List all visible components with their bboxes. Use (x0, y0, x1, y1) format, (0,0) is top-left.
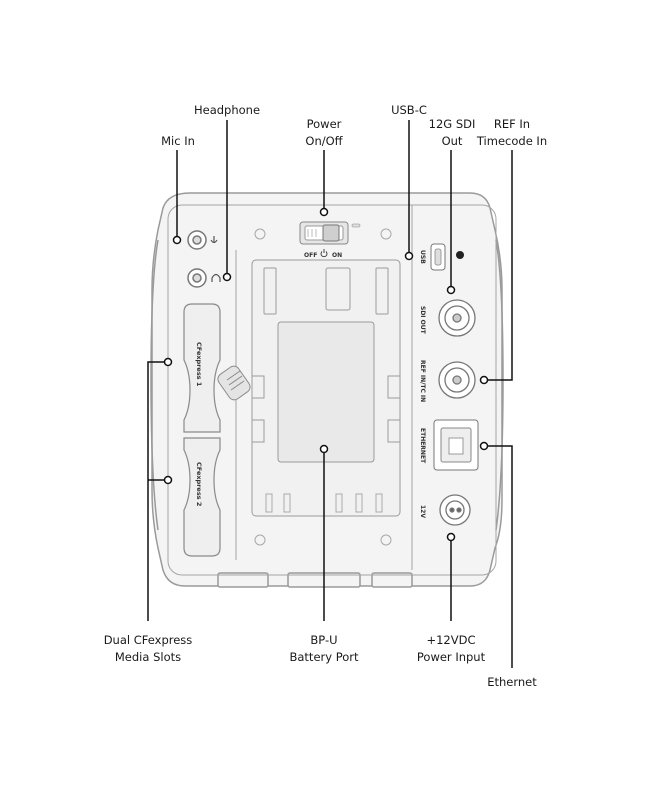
ethernet-port (433, 419, 479, 471)
battery-plate (251, 259, 401, 517)
headphone-icon (211, 273, 221, 282)
dc-panel-label: 12V (419, 505, 426, 518)
label-dc-input: +12VDC Power Input (416, 633, 486, 664)
ethernet-panel-label: ETHERNET (419, 428, 426, 464)
slot1-panel-label: CFexpress 1 (195, 342, 203, 387)
label-ethernet: Ethernet (487, 675, 537, 689)
dc-power-connector (439, 494, 471, 526)
mic-in-jack (187, 230, 207, 250)
cfexpress-slot-1 (183, 303, 221, 433)
switch-off-label: OFF (304, 252, 317, 259)
label-usb-c: USB-C (391, 103, 427, 117)
callout-dots (163, 207, 489, 542)
label-power: Power On/Off (305, 117, 343, 148)
label-battery-port: BP-U Battery Port (289, 633, 359, 664)
label-ref-in: REF In Timecode In (476, 117, 548, 148)
slot-latch (217, 365, 251, 401)
ref-in-panel-label: REF IN/TC IN (419, 360, 426, 402)
label-headphone: Headphone (193, 103, 261, 117)
ref-in-connector (438, 361, 476, 399)
power-icon (320, 249, 328, 258)
callout-lines (147, 120, 513, 668)
label-media-slots: Dual CFexpress Media Slots (103, 633, 193, 664)
usb-c-port (430, 243, 464, 271)
slot2-panel-label: CFexpress 2 (195, 462, 203, 506)
power-switch (299, 221, 361, 245)
mic-icon (210, 236, 218, 244)
cfexpress-slot-2 (183, 437, 221, 557)
usb-panel-label: USB (419, 250, 426, 264)
label-mic-in: Mic In (161, 134, 195, 148)
headphone-jack (187, 268, 207, 288)
label-sdi-out: 12G SDI Out (428, 117, 476, 148)
sdi-out-panel-label: SDI OUT (419, 306, 426, 335)
screws (254, 228, 392, 546)
sdi-out-connector (438, 299, 476, 337)
switch-on-label: ON (332, 252, 342, 259)
